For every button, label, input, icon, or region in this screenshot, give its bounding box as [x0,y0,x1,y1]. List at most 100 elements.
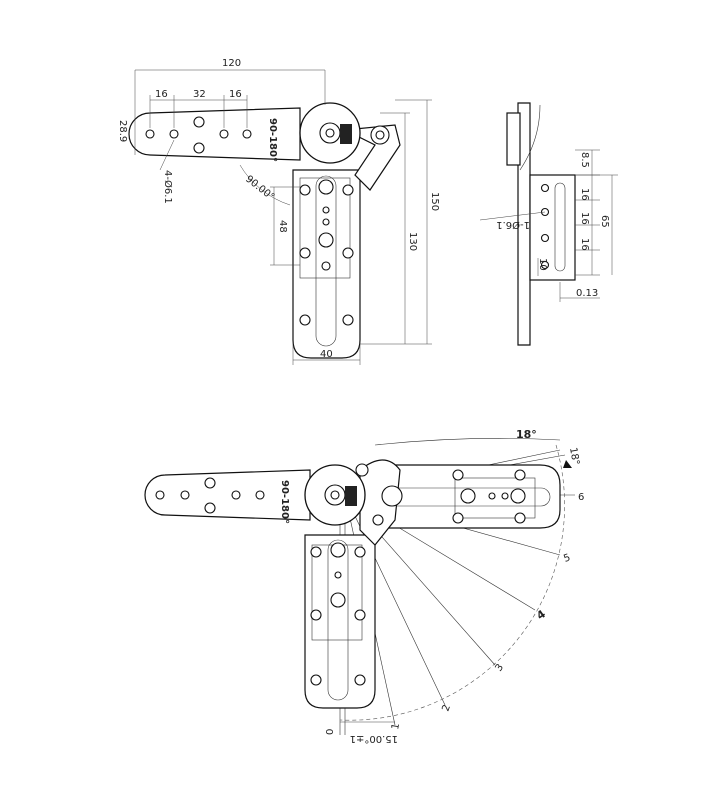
angle-arc [339,444,565,721]
arm-hole [145,129,155,139]
hinge-hub-core [325,128,335,138]
dim-spacing-left: 16 [155,89,168,100]
bottom-hole [310,609,322,621]
side-hole [540,183,550,193]
angle-outer-label: 18° [516,428,537,441]
side-dim-total: 65 [599,215,610,228]
rotated-hole [510,488,526,504]
side-dim-b: 16 [579,188,590,201]
bottom-hole [330,542,346,558]
bottom-arm-hole [155,490,165,500]
base-hole [342,184,354,196]
base-hole [322,206,330,214]
bottom-vertical-plate [304,534,376,709]
base-hole [318,232,334,248]
bottom-hole [330,592,346,608]
bottom-arm-hole [180,490,190,500]
inner-slot-plate [299,177,351,279]
bottom-view: 90-180° 18° 18° 15.00°±1 0 1 2 3 4 5 6 [144,428,584,744]
arm-hole [169,129,179,139]
bottom-hub-label: 90-180° [279,480,290,524]
base-hole [299,247,311,259]
dim-holes: 4-Ø6.1 [162,170,174,204]
side-bracket [529,174,576,281]
bottom-slot [327,539,349,701]
slot [315,175,337,347]
position-label: 2 [440,703,453,713]
side-dim-a: 8.5 [579,152,590,168]
rotated-hole [452,469,464,481]
side-hole [540,260,550,270]
position-label: 3 [493,662,506,674]
brand-logo [340,124,352,144]
arm-hole [219,129,229,139]
position-label: 5 [562,552,572,565]
bottom-linkage-pivot [381,485,403,507]
side-dim-holes: 1-Ø6.1 [496,219,530,231]
base-hole [318,179,334,195]
bottom-hole [354,546,366,558]
bottom-linkage-pivot [355,463,369,477]
side-slot [554,182,566,272]
horizontal-arm [128,107,301,161]
dim-arm-height: 28.9 [117,120,128,142]
arrow-icon [563,460,572,468]
bottom-linkage [359,459,401,546]
bottom-brand-logo [345,486,357,506]
rotated-hole [514,469,526,481]
bottom-arm-hole [231,490,241,500]
bottom-hole [310,674,322,686]
base-hole [342,247,354,259]
side-plate [517,102,531,346]
angle-base-label: 15.00°±1 [350,733,398,744]
dim-height-outer: 150 [429,192,440,211]
dim-height-inner: 130 [407,232,418,251]
side-dim-thickness: 0.13 [576,288,598,299]
angle-arc-outer [374,438,561,446]
side-view: 8.5 16 16 16 65 10 0.13 1-Ø6.1 [479,102,618,346]
bottom-arm-hole [204,477,216,489]
linkage-pivot [375,130,385,140]
bottom-hub-core [330,490,340,500]
dim-spacing-right: 16 [229,89,242,100]
bottom-horizontal-arm [144,469,311,521]
rotated-hole [488,492,496,500]
base-hole [322,218,330,226]
rotated-hole [501,492,509,500]
dim-slot: 48 [277,220,288,233]
dim-spacing-mid: 32 [193,89,206,100]
bottom-arm-hole [204,502,216,514]
rotated-inner-plate [454,477,536,519]
base-hole [321,261,331,271]
rotated-hole [514,512,526,524]
position-label: 0 [325,729,336,735]
bottom-hole [310,546,322,558]
side-dim-e: 10 [537,258,548,271]
position-label: 1 [390,722,402,730]
bottom-hole [354,609,366,621]
top-view: 90-180° 120 16 32 16 28.9 4-Ø6.1 90.00° … [117,58,440,365]
arm-hole [193,116,205,128]
side-hub [506,112,521,166]
side-dim-d: 16 [579,238,590,251]
base-hole [299,184,311,196]
base-hole [299,314,311,326]
dim-width-total: 120 [222,58,241,69]
position-label: 4 [534,607,548,622]
arm-hole [193,142,205,154]
base-hole [342,314,354,326]
arm-hole [242,129,252,139]
bottom-hole [354,674,366,686]
bottom-hole [334,571,342,579]
angle-inner-label: 18° [567,447,581,466]
rotated-hole [452,512,464,524]
rotated-hole [460,488,476,504]
dim-base-width: 40 [320,349,333,360]
side-dim-c: 16 [579,212,590,225]
side-curve [519,104,541,171]
side-hole [540,233,550,243]
position-label: 6 [578,492,584,503]
hub-label: 90-180° [267,118,278,162]
dim-angle: 90.00° [243,174,276,203]
